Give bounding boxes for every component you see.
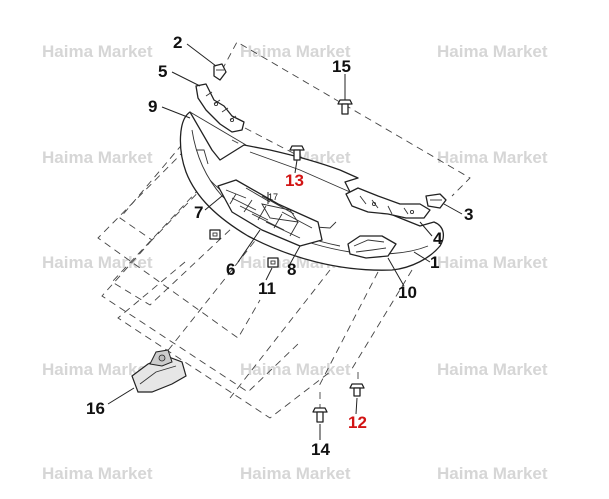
callout-labels: 2 5 9 15 13 7 3 4 1 6 8 11 10 12 16 14 (86, 33, 473, 459)
watermark: Haima Market (42, 464, 153, 483)
watermark: Haima Market (42, 360, 153, 379)
bolt-14 (312, 407, 328, 423)
clip (213, 63, 227, 81)
watermark: Haima Market (437, 360, 548, 379)
fog-lamp-bezel (347, 235, 397, 259)
callout-17: 17 (268, 192, 278, 202)
bracket-left (195, 83, 245, 133)
bolt-15 (337, 99, 353, 115)
callout-12: 12 (348, 413, 367, 432)
callout-9: 9 (148, 97, 157, 116)
bracket-right (345, 187, 431, 219)
watermark: Haima Market (240, 464, 351, 483)
assembly-guide-lines (97, 41, 471, 419)
callout-10: 10 (398, 283, 417, 302)
callout-5: 5 (158, 62, 167, 81)
watermark: Haima Market (42, 42, 153, 61)
callout-1: 1 (430, 253, 439, 272)
lower-grille (217, 179, 323, 247)
callout-6: 6 (226, 260, 235, 279)
callout-4: 4 (433, 229, 443, 248)
callout-11: 11 (258, 279, 276, 298)
watermark: Haima Market (437, 464, 548, 483)
watermark: Haima Market (240, 360, 351, 379)
callout-2: 2 (173, 33, 182, 52)
bolt-12 (349, 383, 365, 397)
speed-nut (131, 349, 187, 393)
leader-lines (107, 43, 463, 440)
callout-16: 16 (86, 399, 105, 418)
watermark: Haima Market (437, 148, 548, 167)
watermark: Haima Market (42, 148, 153, 167)
clip-small (209, 229, 279, 268)
bumper-cover (179, 111, 445, 271)
callout-14: 14 (311, 440, 330, 459)
callout-7: 7 (194, 203, 203, 222)
watermark: Haima Market (437, 42, 548, 61)
license-plate-area: 17 (261, 192, 299, 223)
callout-3: 3 (464, 205, 473, 224)
clip-right (425, 193, 447, 209)
callout-8: 8 (287, 260, 296, 279)
watermark: Haima Market (42, 253, 153, 272)
watermark: Haima Market (437, 253, 548, 272)
watermark: Haima Market (240, 42, 351, 61)
callout-15: 15 (332, 57, 351, 76)
callout-13: 13 (285, 171, 304, 190)
